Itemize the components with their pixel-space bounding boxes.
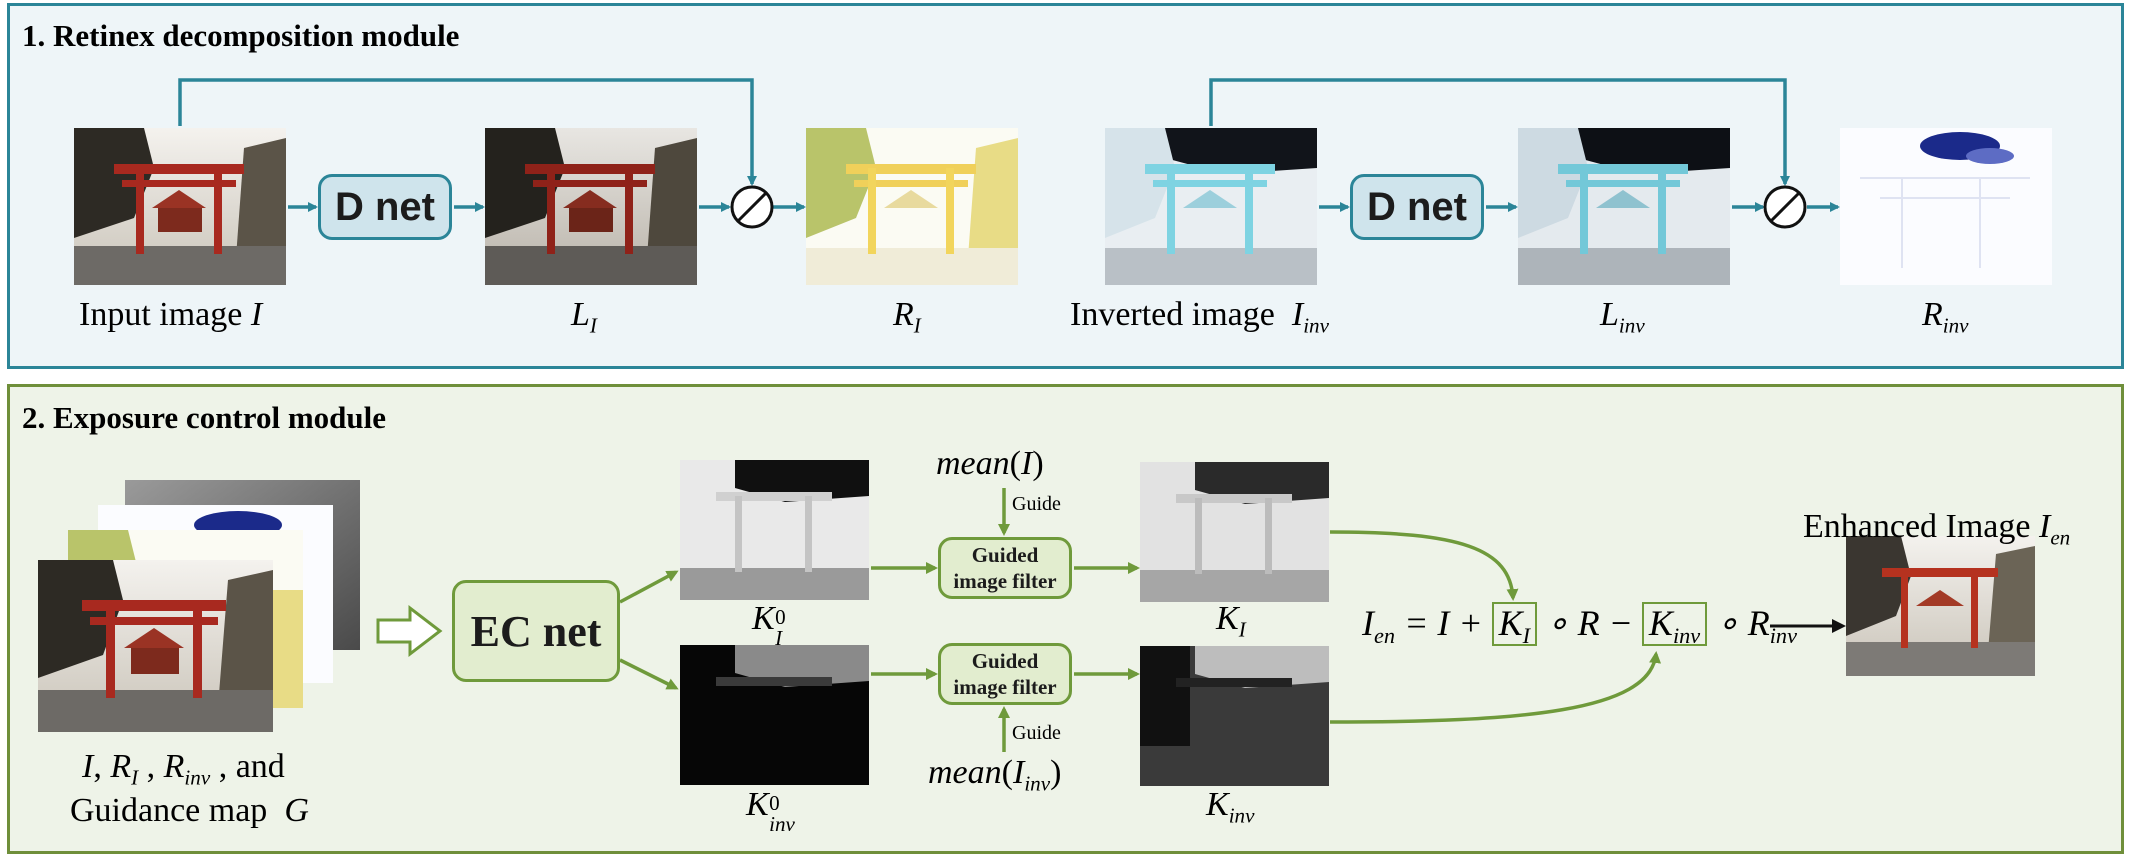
arrow-ecnet-to-k0inv xyxy=(619,658,679,690)
illumination-linv-thumbnail xyxy=(1518,128,1730,285)
ri-label: RI xyxy=(893,296,921,338)
exposure-module-title: 2. Exposure control module xyxy=(22,400,386,435)
i-stack-thumbnail xyxy=(38,560,273,732)
input-image-label: Input image I xyxy=(79,296,263,333)
retinex-module-title: 1. Retinex decomposition module xyxy=(22,18,460,53)
k-i-thumbnail xyxy=(1140,462,1329,602)
kinv-term-box: Kinv xyxy=(1641,602,1708,646)
ec-net-box: EC net xyxy=(452,580,620,682)
enhanced-image-label: Enhanced Image Ien xyxy=(1803,508,2071,550)
linv-label: Linv xyxy=(1600,296,1645,338)
li-label: LI xyxy=(571,296,597,338)
mean-iinv-label: mean(Iinv) xyxy=(928,754,1062,796)
hollow-arrow-icon xyxy=(376,604,443,658)
inverted-image-label: Inverted image Iinv xyxy=(1070,296,1329,338)
reflectance-ri-thumbnail xyxy=(806,128,1018,285)
guide-label-top: Guide xyxy=(1012,493,1061,515)
k0-i-thumbnail xyxy=(680,460,869,600)
illumination-li-thumbnail xyxy=(485,128,697,285)
k-i-label: KI xyxy=(1216,600,1246,642)
enhancement-equation: Ien = I + KI ∘ R − Kinv ∘ Rinv xyxy=(1362,602,1797,648)
d-net-box-1: D net xyxy=(318,174,452,240)
curve-kinv-to-equation xyxy=(1329,651,1662,724)
skip-input-to-divide xyxy=(178,78,757,186)
ki-term-box: KI xyxy=(1491,602,1538,646)
guide-label-bottom: Guide xyxy=(1012,722,1061,744)
k-inv-thumbnail xyxy=(1140,646,1329,786)
k0-inv-thumbnail xyxy=(680,645,869,785)
k-inv-label: Kinv xyxy=(1206,786,1255,828)
rinv-label: Rinv xyxy=(1922,296,1969,338)
input-image-thumbnail xyxy=(74,128,286,285)
curve-ki-to-equation xyxy=(1329,530,1519,601)
inverted-image-thumbnail xyxy=(1105,128,1317,285)
inputs-label-line1: I, RI , Rinv , and xyxy=(82,748,285,790)
inputs-label-line2: Guidance map G xyxy=(70,792,309,829)
d-net-box-2: D net xyxy=(1350,174,1484,240)
arrow-ecnet-to-k0i xyxy=(619,570,679,604)
mean-i-label: mean(I) xyxy=(936,445,1044,482)
reflectance-rinv-thumbnail xyxy=(1840,128,2052,285)
skip-inverted-to-divide xyxy=(1209,78,1790,186)
enhanced-image-thumbnail xyxy=(1846,536,2035,676)
